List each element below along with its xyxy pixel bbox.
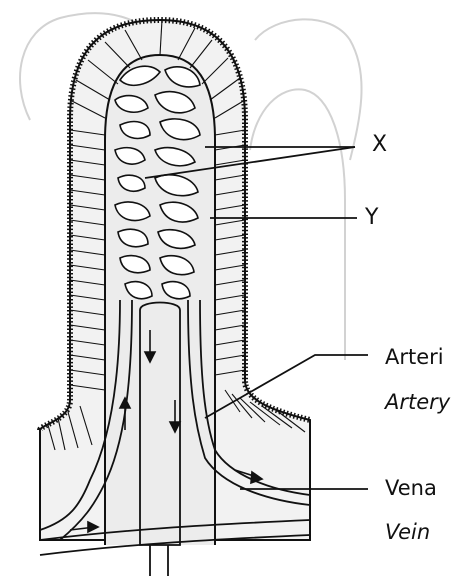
label-artery-ms: Arteri	[385, 347, 444, 368]
label-y: Y	[365, 207, 378, 229]
label-vein-ms: Vena	[385, 478, 437, 499]
label-vein-en: Vein	[385, 522, 430, 543]
label-x: X	[372, 134, 387, 156]
label-artery-en: Artery	[385, 392, 450, 413]
